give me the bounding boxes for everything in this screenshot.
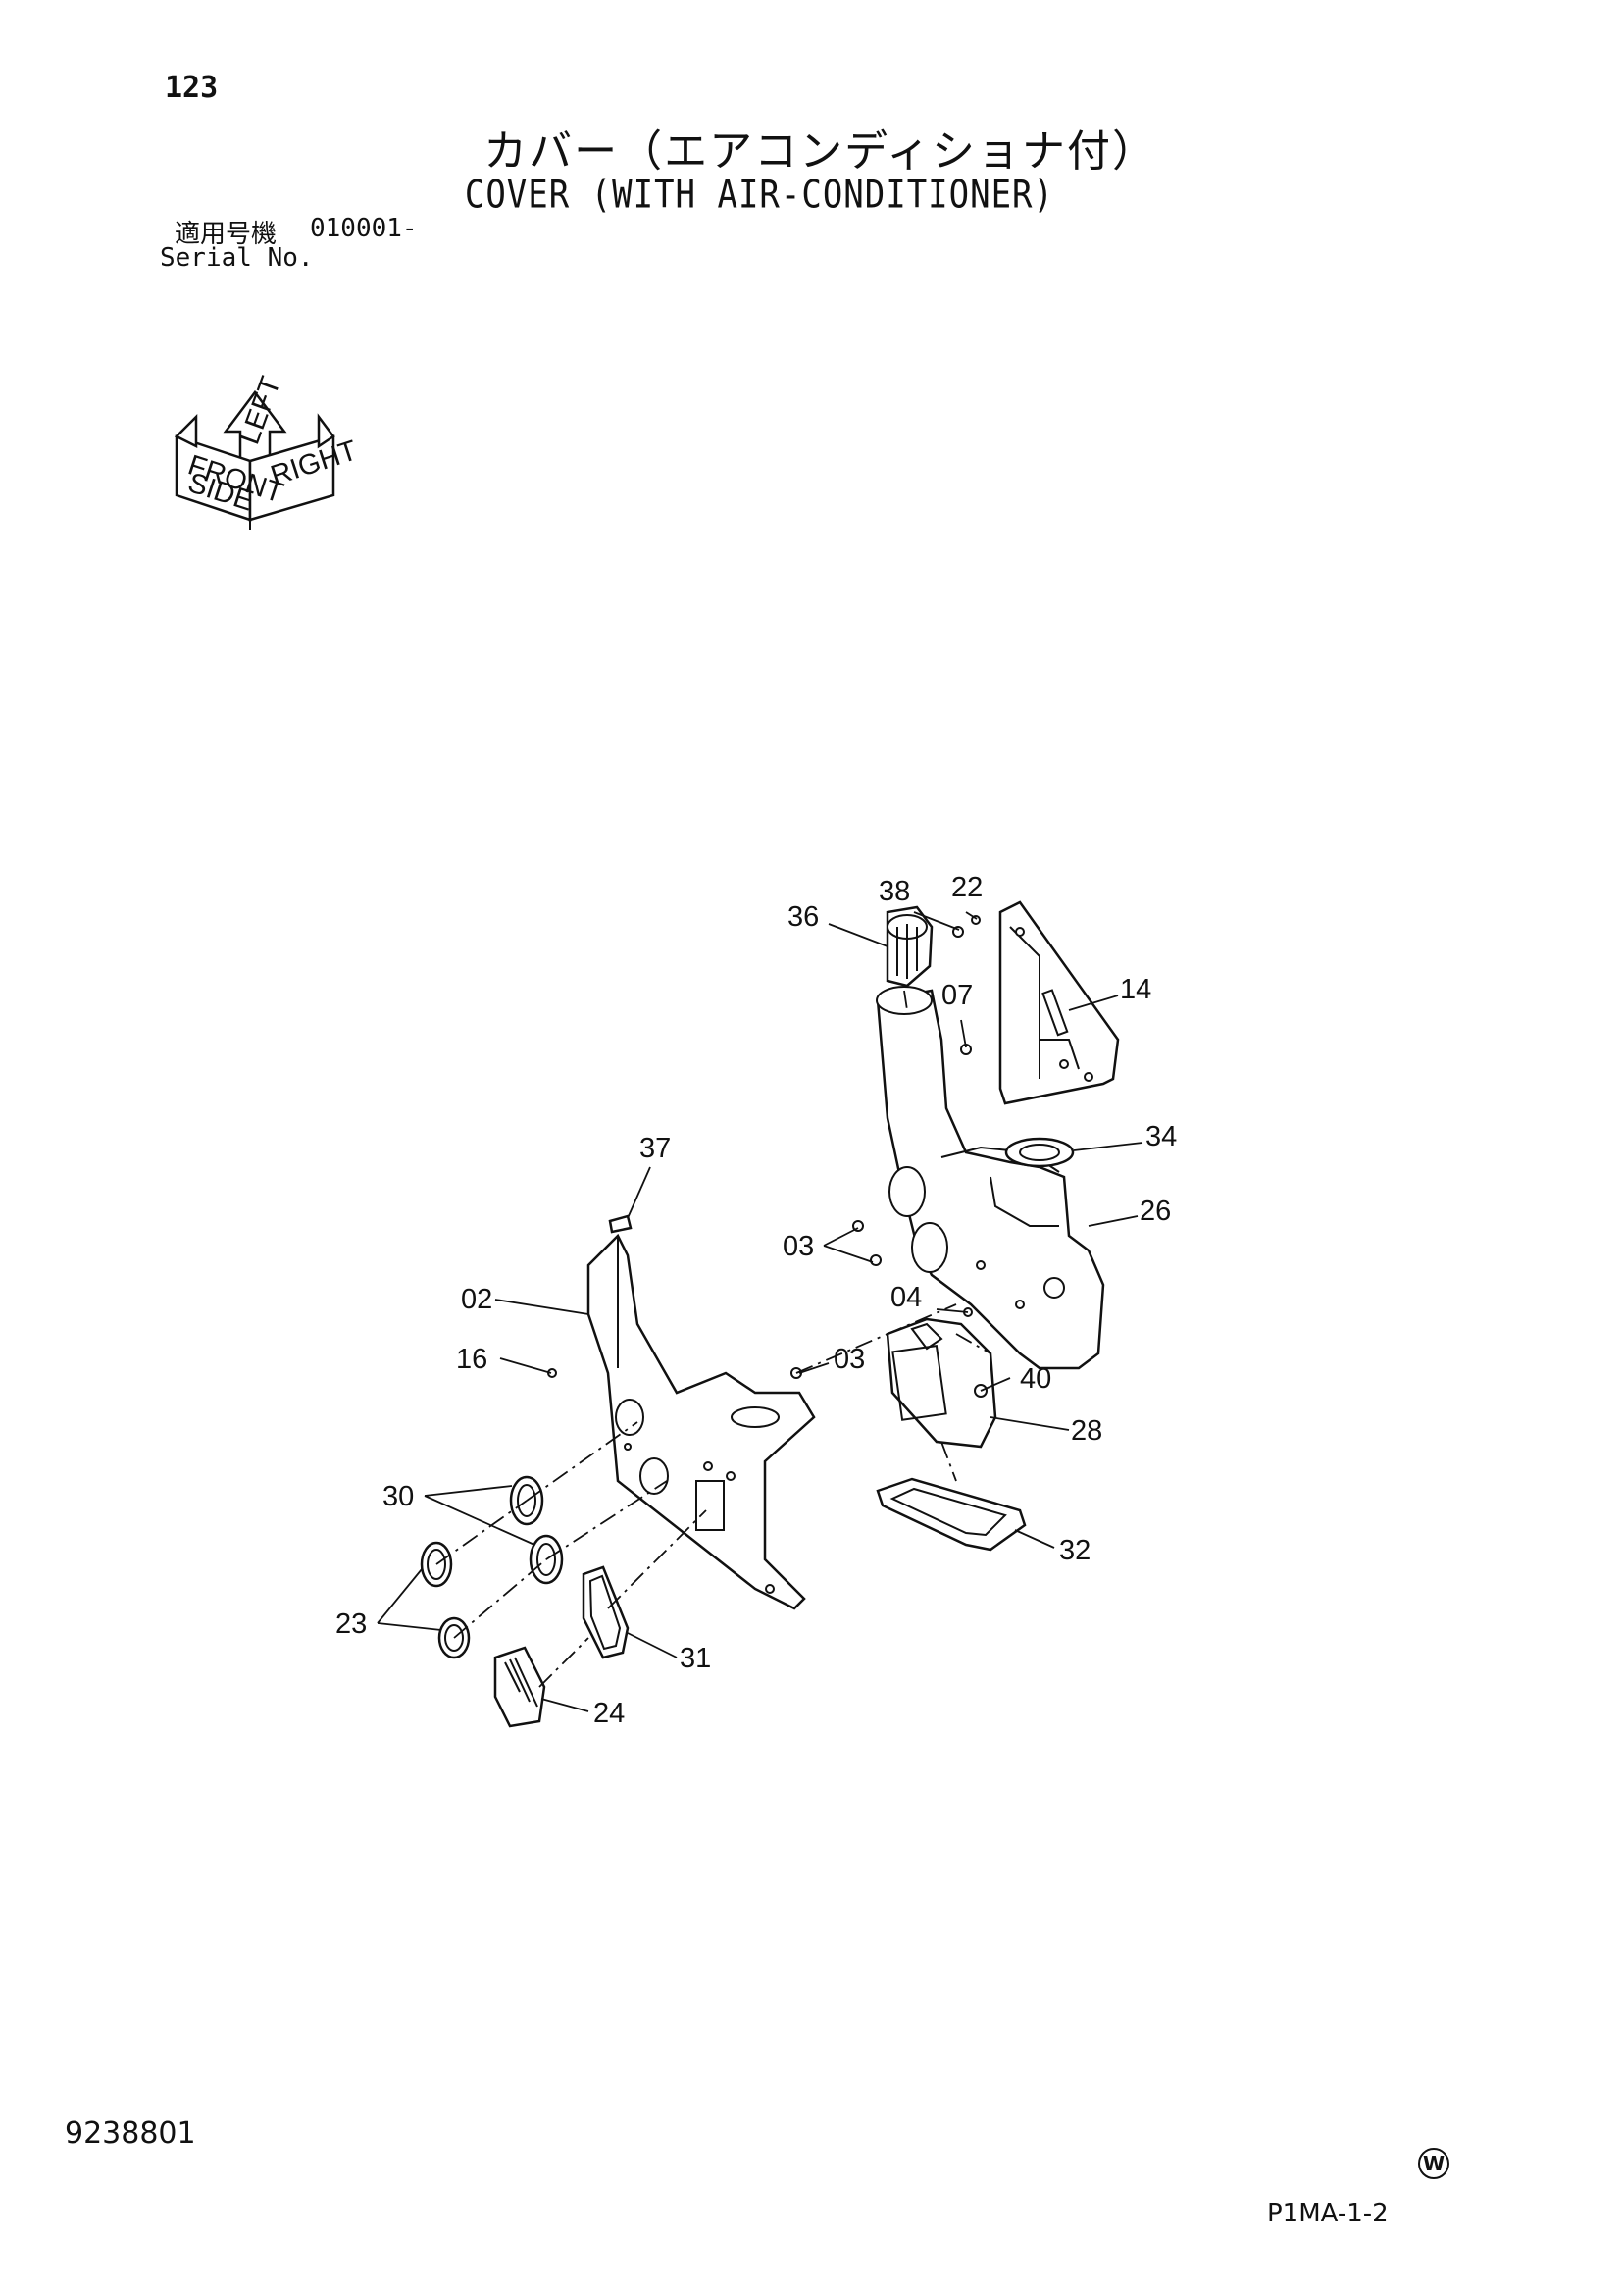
right-cover-part [998,900,1120,1105]
callout-label: 24 [593,1698,625,1729]
callout-label: 14 [1120,974,1151,1005]
callout-label: 37 [639,1133,671,1164]
drawing-number: 9238801 [65,2117,196,2151]
w-mark-icon: W [1418,2148,1449,2179]
vent-cap-part [886,905,934,988]
serial-value: 010001- [310,214,418,243]
serial-label-jp: 適用号機 [175,220,278,249]
callout-label: 07 [941,980,973,1011]
callout-label: 03 [783,1231,814,1262]
lower-cover-part [886,1317,997,1449]
air-duct-part [876,986,1105,1370]
assembly-lines [435,990,991,1688]
callout-label: 32 [1059,1535,1091,1566]
frame-gasket-part [582,1565,630,1659]
callout-label: 02 [461,1284,492,1315]
callout-label: 38 [879,876,910,907]
page-title-jp: カバー（エアコンディショナ付） [483,127,1157,177]
callout-label: 36 [787,901,819,933]
callout-label: 16 [456,1344,487,1375]
callout-label: 28 [1071,1415,1102,1447]
callout-label: 03 [834,1344,865,1375]
callout-label: 31 [680,1643,711,1674]
callout-label: 30 [382,1481,414,1512]
bracket-part [608,1214,633,1234]
page-title-en: COVER (WITH AIR-CONDITIONER) [464,173,1054,218]
callout-label: 23 [335,1608,367,1640]
serial-label-en: Serial No. [160,243,314,273]
orientation-arrows-icon: FRONT LEFT RIGHT SIDE [174,373,361,530]
callout-label: 40 [1020,1363,1051,1395]
gasket-part [876,1477,1027,1552]
grille-part [493,1646,546,1728]
callout-label: 22 [951,872,983,903]
callout-label: 34 [1145,1121,1177,1152]
cap-part [1004,1137,1075,1168]
page-code: P1MA-1-2 [1267,2199,1389,2228]
leader-lines [377,911,1143,1712]
callout-label: 04 [890,1282,922,1313]
callout-label: 26 [1140,1196,1171,1227]
bolt-part [870,1254,882,1266]
front-panel-part [586,1233,816,1610]
page-number: 123 [165,71,219,105]
